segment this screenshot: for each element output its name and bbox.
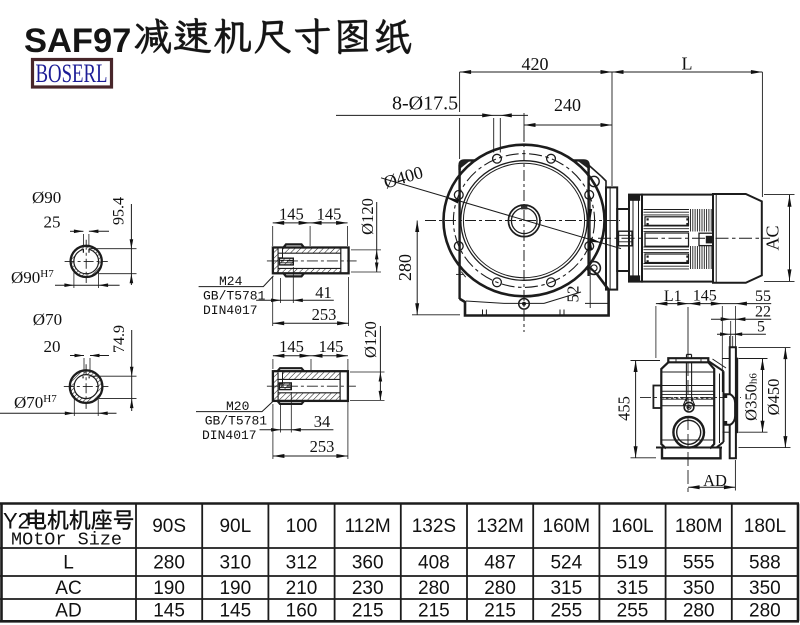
svg-text:AD: AD — [55, 601, 81, 622]
svg-text:190: 190 — [219, 578, 251, 599]
svg-text:Ø120: Ø120 — [361, 321, 380, 358]
svg-text:350: 350 — [683, 578, 715, 599]
svg-text:315: 315 — [617, 578, 649, 599]
svg-text:160M: 160M — [543, 516, 591, 537]
svg-text:55: 55 — [755, 288, 771, 305]
svg-text:280: 280 — [484, 578, 516, 599]
svg-text:100: 100 — [286, 516, 318, 537]
svg-text:Ø120: Ø120 — [358, 198, 377, 235]
svg-text:112M: 112M — [345, 516, 391, 537]
svg-text:MOtOr Size: MOtOr Size — [11, 530, 122, 551]
svg-text:253: 253 — [312, 305, 337, 324]
svg-text:160L: 160L — [611, 516, 653, 537]
svg-text:DIN4017: DIN4017 — [202, 428, 257, 443]
svg-text:132M: 132M — [476, 516, 524, 537]
svg-text:215: 215 — [418, 601, 450, 622]
svg-text:Ø90: Ø90 — [32, 188, 61, 207]
svg-text:145: 145 — [319, 337, 344, 356]
svg-text:180L: 180L — [744, 516, 786, 537]
svg-text:524: 524 — [550, 553, 582, 574]
svg-text:280: 280 — [749, 601, 781, 622]
svg-text:230: 230 — [352, 578, 384, 599]
svg-text:360: 360 — [352, 553, 384, 574]
svg-text:555: 555 — [683, 553, 715, 574]
svg-text:5: 5 — [757, 318, 765, 335]
svg-text:280: 280 — [395, 254, 415, 281]
svg-text:253: 253 — [310, 437, 335, 456]
svg-text:20: 20 — [44, 337, 61, 356]
svg-text:L1: L1 — [664, 288, 682, 305]
svg-text:455: 455 — [615, 396, 634, 421]
svg-text:AD: AD — [703, 471, 727, 490]
svg-text:74.9: 74.9 — [111, 325, 128, 353]
svg-text:145: 145 — [153, 601, 185, 622]
svg-text:M24: M24 — [219, 274, 243, 289]
svg-text:145: 145 — [219, 601, 251, 622]
svg-text:SAF97: SAF97 — [24, 22, 131, 60]
svg-text:145: 145 — [693, 287, 717, 304]
svg-text:L: L — [682, 54, 693, 74]
svg-text:8-Ø17.5: 8-Ø17.5 — [392, 93, 458, 115]
svg-text:350: 350 — [749, 578, 781, 599]
svg-text:34: 34 — [314, 412, 331, 431]
svg-text:AC: AC — [55, 578, 81, 599]
svg-text:Ø70: Ø70 — [33, 310, 62, 329]
svg-text:145: 145 — [317, 204, 342, 223]
svg-text:132S: 132S — [412, 516, 456, 537]
svg-text:L: L — [63, 553, 74, 574]
svg-text:210: 210 — [286, 578, 318, 599]
svg-text:588: 588 — [749, 553, 781, 574]
svg-text:Y2: Y2 — [3, 509, 30, 534]
svg-text:255: 255 — [617, 601, 649, 622]
svg-text:160: 160 — [286, 601, 318, 622]
svg-text:280: 280 — [418, 578, 450, 599]
svg-text:312: 312 — [286, 553, 318, 574]
svg-text:145: 145 — [279, 337, 304, 356]
svg-text:GB/T5781: GB/T5781 — [205, 413, 268, 428]
svg-text:180M: 180M — [675, 516, 723, 537]
svg-text:AC: AC — [763, 225, 783, 250]
svg-text:52: 52 — [564, 286, 583, 303]
svg-text:25: 25 — [44, 213, 61, 232]
svg-text:90L: 90L — [219, 516, 251, 537]
svg-text:280: 280 — [683, 601, 715, 622]
svg-text:DIN4017: DIN4017 — [203, 303, 258, 318]
svg-text:90S: 90S — [152, 516, 186, 537]
svg-text:315: 315 — [550, 578, 582, 599]
svg-text:190: 190 — [153, 578, 185, 599]
svg-text:487: 487 — [484, 553, 516, 574]
svg-text:95.4: 95.4 — [111, 197, 128, 225]
svg-text:310: 310 — [219, 553, 251, 574]
svg-text:255: 255 — [550, 601, 582, 622]
svg-text:BOSERL: BOSERL — [36, 59, 108, 88]
svg-text:145: 145 — [279, 204, 304, 223]
svg-text:41: 41 — [315, 283, 332, 302]
svg-text:215: 215 — [352, 601, 384, 622]
svg-text:215: 215 — [484, 601, 516, 622]
svg-text:420: 420 — [522, 54, 549, 74]
svg-text:Ø350h6: Ø350h6 — [742, 373, 761, 421]
svg-text:22: 22 — [755, 303, 771, 320]
svg-text:GB/T5781: GB/T5781 — [203, 289, 266, 304]
svg-text:519: 519 — [617, 553, 649, 574]
svg-text:Ø450: Ø450 — [764, 379, 783, 416]
svg-text:408: 408 — [418, 553, 450, 574]
svg-text:280: 280 — [153, 553, 185, 574]
svg-text:M20: M20 — [226, 399, 249, 414]
svg-text:240: 240 — [554, 95, 581, 115]
